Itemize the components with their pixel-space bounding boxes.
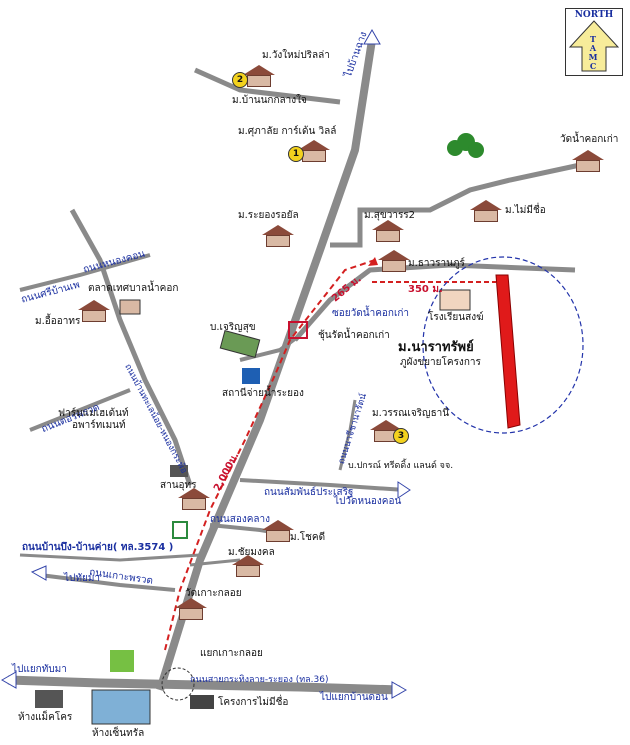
shop-icon: [178, 488, 210, 510]
temple-icon: [572, 150, 604, 172]
label-ban-nok: ม.บ้านนกกลางใจ: [232, 95, 307, 106]
project-parcel: [495, 274, 521, 429]
label-yaek-koh-kloi: แยกเกาะกลอย: [200, 648, 263, 659]
label-pai-ta-ma: ไปทัยมา: [64, 573, 101, 584]
label-ue-athorn: ม.อื้ออาทร: [35, 316, 81, 327]
label-dist-350: 350 ม.: [408, 284, 443, 295]
label-chumchon: ชุ้นรัดน้ำคอกเก่า: [318, 330, 390, 341]
label-thawarat: ม.ธาวรานภูร์: [408, 258, 465, 269]
house-icon: [372, 220, 404, 242]
road-ban-bueng: [19, 553, 201, 562]
label-supalai: ม.ศุภาลัย การ์เด้น วิลล์: [238, 126, 337, 137]
label-chokdi: ม.โชคดี: [290, 532, 326, 543]
label-rayong-royal: ม.ระยองรอยัล: [238, 210, 299, 221]
road-tor-prawat: [29, 388, 131, 432]
label-road-songkla: ถนนสองคลาง: [210, 514, 271, 525]
san-uthorn-building: [170, 465, 188, 477]
road-arrow-east: [391, 681, 408, 699]
label-warasin: ม.วรรณเจริญธานี: [372, 408, 450, 419]
label-apartment: อพาร์ทเมนท์: [72, 420, 126, 431]
road-arrow-west: [0, 671, 17, 689]
road-arrow-nong-khon: [397, 481, 411, 499]
badge-3: 3: [393, 428, 409, 444]
label-charoen-suk: บ.เจริญสุข: [210, 322, 256, 333]
road-arrow-ta-ma: [30, 565, 47, 581]
khrongkan-building: [190, 695, 214, 709]
junction-circle: [161, 667, 195, 701]
gate-icon: [288, 321, 308, 339]
label-pai-yaek-ban-khon: ไปแยกบ้านดอน: [320, 692, 388, 703]
road-wang-pri: [193, 67, 341, 105]
label-pakorn: บ.ปกรณ์ ทรีดดิ้ง แลนด์ จจ.: [348, 461, 454, 471]
label-wat-koh-kloi: วัดเกาะกลอย: [185, 588, 242, 599]
house-icon: [232, 555, 264, 577]
label-road-samphan: ถนนสัมพันธ์ประเสริฐ: [264, 487, 354, 498]
house-icon: [78, 300, 110, 322]
makro-building: [35, 690, 63, 708]
label-road-ban-bueng: ถนนบ้านบึง-บ้านค่าย( ทล.3574 ): [22, 542, 174, 553]
road-east-school: [293, 262, 576, 342]
label-road-sukhumvit: ถนนสายกระทิงลาย-ระยอง (ทล.36): [190, 675, 329, 685]
label-wat-nam-khok: วัดน้ำคอกเก่า: [560, 134, 619, 145]
north-compass: NORTH T A M C: [565, 8, 623, 76]
label-pai-yaek-ta-ma: ไปแยกทับมา: [12, 664, 67, 675]
road-arrow-top: [363, 28, 381, 45]
route-arrowhead: [368, 257, 378, 266]
tree-icon: [468, 142, 484, 158]
label-project-name: ม.นาราทรัพย์: [398, 340, 474, 355]
label-talad: ตลาดเทศบาลน้ำคอก: [88, 283, 179, 294]
label-farm: ฟาร์มแมเฮเด้นท์: [58, 408, 129, 419]
temple-icon: [175, 598, 207, 620]
label-sukhawan: ม.สุขวารร2: [364, 210, 416, 221]
road-chai-mongkol: [189, 558, 241, 567]
label-san-uthorn: สานอุทร: [160, 480, 197, 491]
label-mai-mi-chue: ม.ไม่มีชื่อ: [505, 205, 546, 216]
project-area-circle: [422, 256, 584, 434]
label-rong-rian: โรงเรียนสงฆ์: [428, 312, 484, 323]
road-cheechai: [338, 399, 357, 471]
label-khrongkan: โครงการไม่มีชื่อ: [218, 697, 289, 708]
road-wat-nam-khok: [330, 162, 581, 248]
house-icon: [262, 225, 294, 247]
road-samphan: [239, 478, 406, 492]
school-building: [439, 289, 471, 311]
big-c-logo: [110, 650, 134, 672]
label-soi-wat: ซอยวัดน้ำคอกเก่า: [332, 308, 410, 319]
label-hang-central: ห้างเซ็นทรัล: [92, 728, 145, 739]
house-icon: [243, 65, 275, 87]
central-building: [91, 689, 151, 725]
label-project-sub: ภูผังขยายโครงการ: [400, 357, 481, 368]
compass-letters: T A M C: [588, 34, 598, 71]
label-chai-mongkol: ม.ชัยมงคล: [228, 547, 275, 558]
north-arrow-icon: [568, 20, 620, 72]
road-nong-khon: [19, 253, 151, 292]
badge-1: 1: [288, 146, 304, 162]
label-pai-wat-nong-khon: ไปวัดหนองคอน: [334, 496, 402, 507]
charoen-suk-building: [219, 330, 261, 358]
market-building: [119, 299, 141, 315]
compass-title: NORTH: [574, 10, 614, 20]
road-koh-proad: [39, 573, 176, 592]
road-left-vertical: [69, 208, 193, 486]
badge-2: 2: [232, 72, 248, 88]
label-hang-makro: ห้างแม็คโคร: [18, 712, 73, 723]
water-station-icon: [242, 368, 260, 384]
house-icon: [262, 520, 294, 542]
highway-36: [7, 675, 401, 695]
house-icon: [470, 200, 502, 222]
label-sathani: สถานีจ่ายน้ำระยอง: [222, 388, 304, 399]
seven-eleven-icon: [172, 521, 188, 539]
route-line: [164, 259, 376, 651]
label-wang-pri-la: ม.วังใหม่ปริลล่า: [262, 50, 330, 61]
house-icon: [378, 250, 410, 272]
